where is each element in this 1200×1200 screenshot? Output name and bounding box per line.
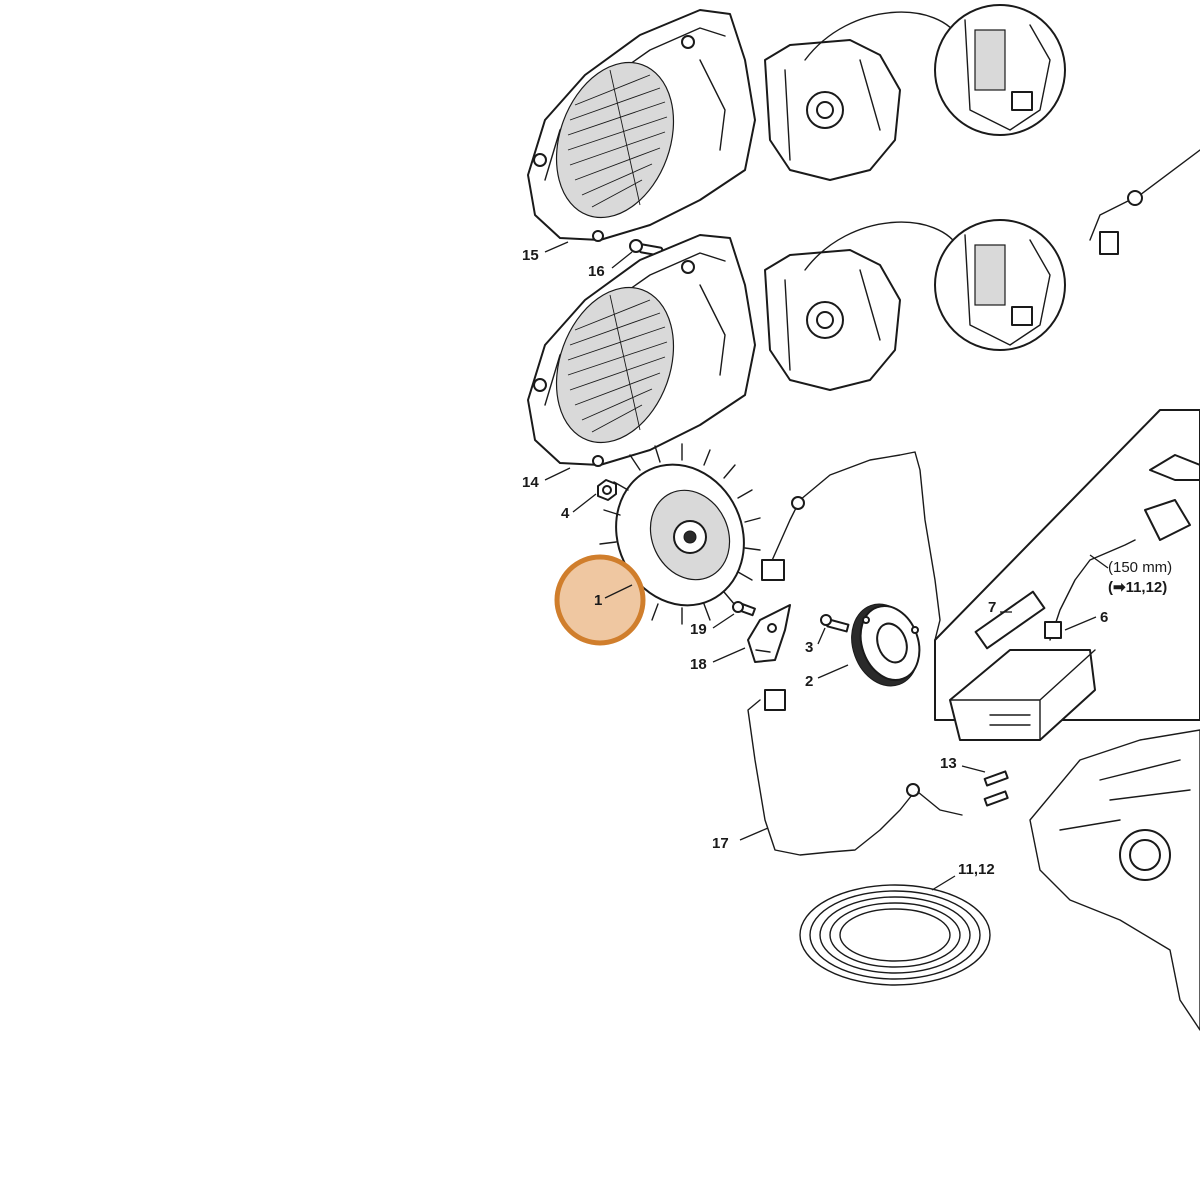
label-16: 16: [588, 263, 605, 280]
engine-block: [1029, 729, 1200, 1031]
label-4: 4: [561, 505, 570, 522]
pins-13[interactable]: [983, 770, 1009, 807]
detail-callout-lower: [934, 219, 1066, 351]
fan-housing-14[interactable]: [527, 234, 756, 467]
bracket-18[interactable]: [747, 604, 791, 663]
label-11-12: 11,12: [958, 861, 995, 878]
coil-11-12[interactable]: [799, 884, 991, 986]
flywheel-1[interactable]: [593, 443, 766, 627]
detail-callout-upper: [934, 4, 1066, 136]
housing-side-view-upper: [764, 11, 961, 181]
label-2: 2: [805, 673, 813, 690]
screw-19[interactable]: [732, 601, 756, 617]
label-3: 3: [805, 639, 813, 656]
ignition-module-inset: [934, 409, 1200, 741]
highlight-marker: [554, 554, 646, 646]
ignition-lead: [761, 451, 941, 641]
label-15: 15: [522, 247, 539, 264]
nut-4[interactable]: [597, 479, 617, 501]
fan-housing-15[interactable]: [527, 9, 756, 242]
label-17: 17: [712, 835, 729, 852]
ignition-coil-2[interactable]: [841, 595, 930, 696]
leader-lines: [544, 241, 1109, 891]
connector-wire-right: [1089, 149, 1200, 255]
cable-17[interactable]: [747, 689, 963, 856]
housing-side-view-lower: [764, 221, 961, 391]
label-19: 19: [690, 621, 707, 638]
label-1: 1: [594, 592, 602, 609]
label-13: 13: [940, 755, 957, 772]
label-6: 6: [1100, 609, 1108, 626]
label-18: 18: [690, 656, 707, 673]
screw-3[interactable]: [820, 614, 850, 633]
label-7: 7: [988, 599, 996, 616]
label-14: 14: [522, 474, 539, 491]
dimension-150mm: (150 mm): [1108, 559, 1172, 576]
reference-11-12: (➡11,12): [1108, 579, 1167, 596]
